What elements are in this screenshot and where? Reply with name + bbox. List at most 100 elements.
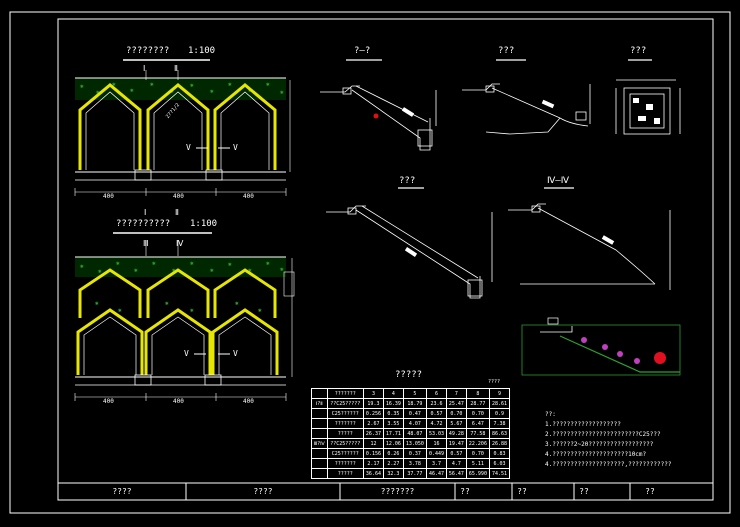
dim-bottom-1: 400 — [103, 193, 114, 200]
table-cell: 74.51 — [489, 468, 510, 479]
section-1-view — [320, 59, 437, 151]
dim-bottom-2: 400 — [173, 193, 184, 200]
svg-text:✱: ✱ — [79, 263, 84, 270]
table-cell: ??????? — [326, 388, 365, 399]
axis-label-i-top: Ⅰ — [143, 64, 146, 73]
section-5-view — [508, 187, 671, 290]
table-cell: Ⅰ?Ⅱ — [311, 398, 328, 409]
table-cell: 26.37 — [363, 428, 384, 439]
outer-frame — [9, 11, 731, 514]
v-mark-top-right: V — [233, 143, 238, 152]
table-row: ??????? 2.67 3.55 4.07 4.72 5.67 6.47 7.… — [311, 418, 510, 429]
table-cell: 0.26 — [382, 448, 404, 459]
svg-text:✱: ✱ — [171, 267, 176, 274]
section-2-title: ??? — [498, 46, 515, 56]
svg-text:✱: ✱ — [209, 267, 214, 274]
table-cell: 46.47 — [426, 468, 447, 479]
section-4-view — [326, 187, 493, 299]
table-cell: 0.156 — [363, 448, 384, 459]
bottom-plan-scale: 1:100 — [190, 219, 218, 229]
table-row: Ⅲ?Ⅳ ??C25????? 12 12.06 13.050 16 19.47 … — [311, 438, 510, 449]
svg-text:✱: ✱ — [133, 267, 138, 274]
table-row: ????? 26.37 17.71 48.07 53.03 49.28 77.5… — [311, 428, 510, 439]
section-1-title: ?—? — [354, 46, 371, 56]
table-cell: 12.06 — [382, 438, 404, 449]
title-block-cell-2: ???? — [253, 487, 273, 496]
svg-text:✱: ✱ — [129, 87, 134, 94]
table-cell: 0.57 — [426, 408, 447, 419]
svg-text:✱: ✱ — [164, 300, 169, 307]
table-row: C25?????? 0.156 0.26 0.37 0.449 0.57 0.7… — [311, 448, 510, 459]
table-cell: 0.256 — [363, 408, 384, 419]
svg-text:✱: ✱ — [79, 83, 84, 90]
dim-bottom-3: 400 — [243, 193, 254, 200]
table-cell: 65.990 — [465, 468, 491, 479]
table-cell: 18.79 — [402, 398, 428, 409]
table-cell: 6.47 — [465, 418, 491, 429]
table-cell: 2.17 — [363, 458, 384, 469]
table-cell: 26.88 — [489, 438, 510, 449]
axis-label-iv: Ⅳ — [176, 239, 184, 248]
table-cell: 5 — [402, 388, 428, 399]
svg-text:✱: ✱ — [111, 81, 116, 88]
table-unit: ???? — [488, 379, 501, 385]
top-plan-scale: 1:100 — [188, 46, 216, 56]
table-cell — [311, 408, 328, 419]
table-cell: 0.47 — [402, 408, 428, 419]
svg-text:✱: ✱ — [94, 300, 99, 307]
table-cell: 0.37 — [402, 448, 428, 459]
table-header-row: ??????? 3 4 5 6 7 8 9 — [311, 388, 510, 399]
svg-text:✱: ✱ — [247, 267, 252, 274]
svg-text:✱: ✱ — [149, 81, 154, 88]
svg-text:✱: ✱ — [117, 307, 122, 314]
axis-label-i-bottom: Ⅰ — [144, 208, 147, 217]
svg-text:✱: ✱ — [227, 261, 232, 268]
table-cell: 0.70 — [465, 408, 491, 419]
table-cell: 53.03 — [426, 428, 447, 439]
table-row: Ⅰ?Ⅱ ??C25????? 19.3 16.39 18.79 23.6 25.… — [311, 398, 510, 409]
table-cell: 7 — [445, 388, 467, 399]
table-cell: 32.3 — [382, 468, 404, 479]
table-cell: 16 — [426, 438, 447, 449]
table-cell: 19.3 — [363, 398, 384, 409]
section-3-title: ??? — [630, 46, 647, 56]
planting-detail — [521, 317, 681, 376]
svg-text:✱: ✱ — [209, 88, 214, 95]
bottom-plan-view: ✱✱✱ ✱✱✱ ✱✱✱ ✱✱✱ ✱✱✱ ✱✱✱ — [74, 232, 295, 401]
table-cell: 6 — [426, 388, 447, 399]
svg-text:✱: ✱ — [279, 89, 284, 96]
section-3-view — [615, 59, 681, 135]
quantity-table: ??????? 3 4 5 6 7 8 9 Ⅰ?Ⅱ ??C25????? 19.… — [311, 388, 510, 479]
table-cell: 17.71 — [382, 428, 404, 439]
axis-label-ii-top: Ⅱ — [174, 64, 178, 73]
table-cell: 56.47 — [445, 468, 467, 479]
table-cell: 4 — [382, 388, 404, 399]
svg-text:✱: ✱ — [265, 260, 270, 267]
v-mark-top-left: V — [186, 143, 191, 152]
title-block-cell-7: ?? — [645, 487, 655, 496]
table-cell: 22.206 — [465, 438, 491, 449]
table-cell: 23.6 — [426, 398, 447, 409]
table-cell: 0.83 — [489, 448, 510, 459]
table-cell: 2.27 — [382, 458, 404, 469]
table-cell: 0.57 — [445, 448, 467, 459]
svg-text:✱: ✱ — [234, 300, 239, 307]
title-block-cell-6: ?? — [579, 487, 589, 496]
svg-text:✱: ✱ — [257, 307, 262, 314]
table-row: ????? 36.64 32.3 37.77 46.47 56.47 65.99… — [311, 468, 510, 479]
svg-text:✱: ✱ — [265, 81, 270, 88]
table-cell: 36.64 — [363, 468, 384, 479]
svg-text:✱: ✱ — [151, 260, 156, 267]
svg-text:✱: ✱ — [189, 307, 194, 314]
section-4-title: ??? — [399, 176, 416, 186]
table-row: ??????? 2.17 2.27 3.78 3.7 4.7 5.11 6.03 — [311, 458, 510, 469]
table-cell: ????? — [326, 468, 365, 479]
table-cell — [311, 468, 328, 479]
table-cell: Ⅲ?Ⅳ — [311, 438, 328, 449]
table-cell: 2.67 — [363, 418, 384, 429]
table-cell: 3.7 — [426, 458, 447, 469]
table-cell: 0.70 — [445, 408, 467, 419]
table-cell: 12 — [363, 438, 384, 449]
table-cell: 6.03 — [489, 458, 510, 469]
